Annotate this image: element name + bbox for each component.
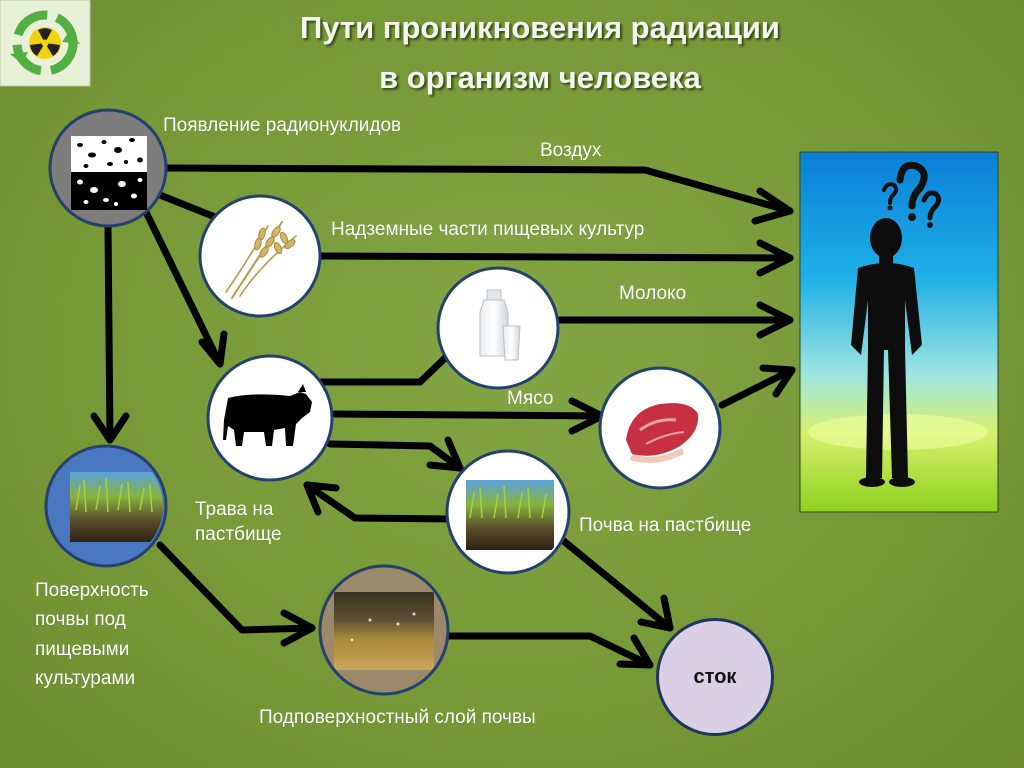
label-subsurface: Подповерхностный слой почвы xyxy=(259,707,536,728)
node-milk xyxy=(436,266,560,390)
label-radionuclides: Появление радионуклидов xyxy=(163,115,402,136)
title-line-1: Пути проникновения радиации xyxy=(299,10,780,45)
arrow-radio-cow xyxy=(141,206,228,368)
person-panel xyxy=(799,151,999,513)
arrow-air xyxy=(161,164,794,225)
cow-icon xyxy=(223,384,312,446)
arrow-meat xyxy=(331,397,606,435)
connector-cow-milk xyxy=(318,354,449,386)
label-crops: Надземные части пищевых культур xyxy=(331,219,645,240)
label-surface-line-4: культурами xyxy=(35,668,136,690)
label-meat: Мясо xyxy=(507,388,554,409)
label-air: Воздух xyxy=(540,140,602,161)
milk-icon xyxy=(479,289,521,361)
wheat-icon xyxy=(225,221,297,299)
node-pasture-soil xyxy=(445,449,571,575)
radiation-recycle-icon xyxy=(0,0,91,87)
arrow-radio-surface xyxy=(90,222,130,444)
arrow-milk-person xyxy=(552,301,794,339)
arrow-subsurface-drain xyxy=(442,632,654,669)
arrow-pasture-soil-grass xyxy=(303,481,456,523)
label-surface-line-2: почвы под xyxy=(35,609,126,631)
arrows xyxy=(90,164,796,669)
title-line-2: в организм человека xyxy=(379,60,701,95)
label-pasture-soil: Почва на пастбище xyxy=(579,515,752,536)
arrow-crops-person xyxy=(314,239,794,277)
label-drain: сток xyxy=(693,665,737,688)
person-silhouette xyxy=(851,218,922,487)
node-surface-soil xyxy=(44,444,168,568)
node-meat xyxy=(598,366,722,490)
label-grass: Трава на пастбище xyxy=(195,498,282,547)
label-surface-line-1: Поверхность xyxy=(35,580,149,601)
question-marks-icon xyxy=(882,161,942,228)
connector-radio-crops xyxy=(156,191,219,221)
arrow-meat-person xyxy=(718,364,796,409)
node-cow xyxy=(206,354,334,482)
label-grass-line-1: Трава на xyxy=(195,499,274,520)
node-crops xyxy=(198,194,322,318)
arrow-pasture-soil-drain xyxy=(556,534,674,632)
label-milk: Молоко xyxy=(619,283,687,304)
node-subsurface-soil xyxy=(318,564,450,696)
label-surface-soil: Поверхность почвы под пищевыми культурам… xyxy=(35,576,149,694)
label-grass-line-2: пастбище xyxy=(195,523,282,545)
arrow-cow-pasture-soil xyxy=(326,436,464,472)
arrow-surface-subsurface xyxy=(156,541,316,647)
node-drain: сток xyxy=(656,618,774,736)
meat-icon xyxy=(626,403,699,463)
node-radionuclides xyxy=(48,108,168,228)
label-surface-line-3: пищевыми xyxy=(35,638,130,660)
